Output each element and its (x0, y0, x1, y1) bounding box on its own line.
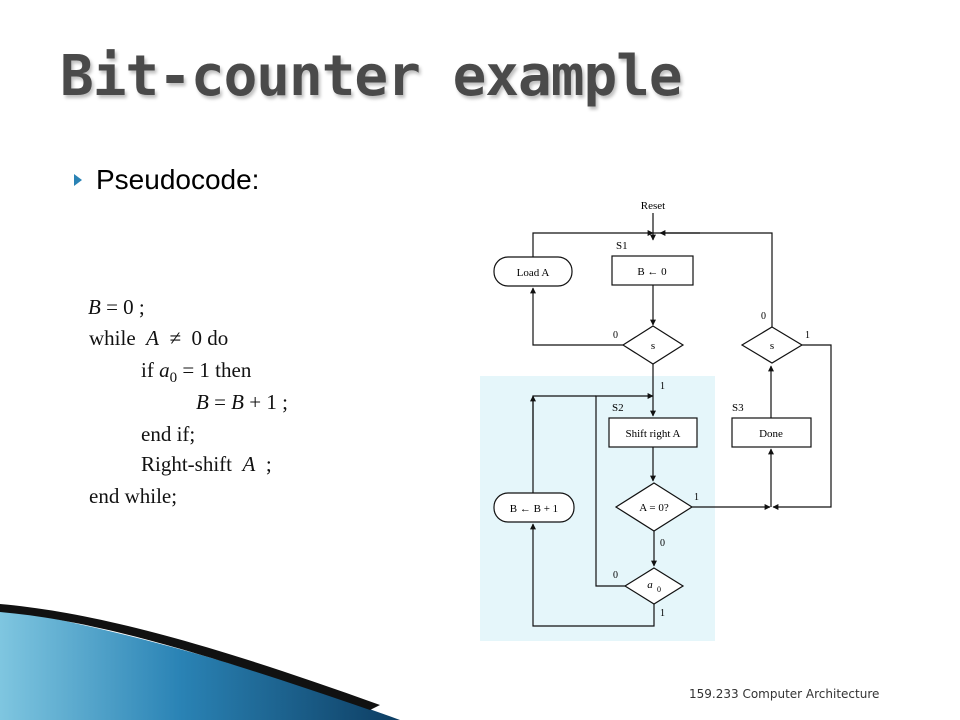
code-line-4: B = B + 1 ; (196, 390, 288, 414)
code-line-2: while A ≠ 0 do (89, 326, 229, 350)
shift-right-text: Shift right A (625, 428, 680, 440)
bullet-text: Pseudocode: (96, 164, 260, 195)
s3-label: S3 (732, 402, 744, 414)
a0-text: a (647, 579, 653, 591)
a-zero-edge-1: 1 (694, 492, 699, 503)
s-right-diamond (740, 326, 804, 364)
a-zero-text: A = 0? (639, 502, 669, 514)
bullet-item: Pseudocode: (74, 164, 259, 196)
done-text: Done (759, 428, 783, 440)
edge-loada-to-s1 (532, 230, 654, 257)
s2-label: S2 (612, 402, 624, 414)
edge-a0-0-to-shift (595, 393, 654, 587)
edge-s-to-loada (530, 287, 623, 346)
code-line-7: end while; (89, 484, 178, 508)
s-right-edge-0: 0 (761, 311, 766, 322)
load-a-box (493, 256, 573, 287)
b-inc-text: B ← B + 1 (510, 503, 558, 515)
s-left-edge-1: 1 (660, 381, 665, 392)
s-right-text: s (770, 340, 774, 352)
s-right-edge-1: 1 (805, 330, 810, 341)
a0-edge-1: 1 (660, 608, 665, 619)
a-zero-edge-0: 0 (660, 538, 665, 549)
edge-s-1-to-done (772, 344, 832, 510)
bullet-arrow-icon (74, 174, 82, 186)
s-left-text: s (651, 340, 655, 352)
footer-text: 159.233 Computer Architecture (689, 687, 880, 701)
code-line-6: Right-shift A ; (141, 452, 272, 476)
reset-label: Reset (641, 200, 665, 212)
s1-label: S1 (616, 240, 628, 252)
s-left-edge-0: 0 (613, 330, 618, 341)
a0-edge-0: 0 (613, 570, 618, 581)
load-a-text: Load A (517, 267, 550, 279)
code-line-5: end if; (141, 422, 196, 446)
code-line-1: B = 0 ; (88, 295, 145, 319)
b-clear-text: B ← 0 (637, 266, 667, 278)
a0-sub: 0 (657, 585, 661, 594)
slide-title: Bit-counter example (60, 44, 683, 109)
edge-a0-1-to-binc (530, 523, 655, 627)
b-inc-box (493, 492, 575, 523)
code-line-3: if a0 = 1 then (141, 358, 252, 387)
